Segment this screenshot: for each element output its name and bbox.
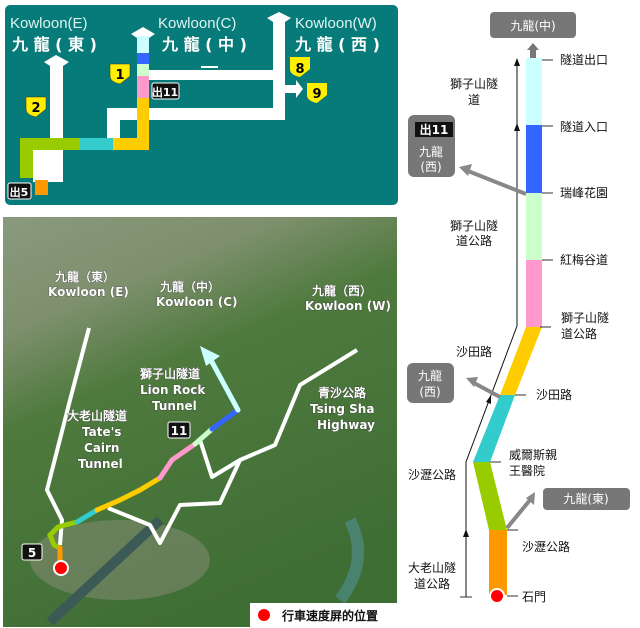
- west-dest: 九龍: [418, 368, 442, 383]
- dest-w-zh: 九 龍 ( 西 ): [294, 35, 380, 54]
- map-label: Kowloon (W): [305, 299, 391, 313]
- exit-5-badge: 出5: [7, 182, 32, 200]
- svg-text:出11: 出11: [152, 85, 178, 99]
- map-label: Highway: [317, 418, 375, 432]
- route-shield-8: 8: [290, 57, 310, 77]
- point-label: 隧道入口: [560, 119, 608, 134]
- point-label: 隧道出口: [560, 52, 608, 67]
- map-label: 大老山隧道: [67, 408, 127, 423]
- point-label: 沙田路: [536, 387, 572, 402]
- map-colored-route: [47, 359, 241, 563]
- point-label: 紅梅谷道: [560, 252, 608, 267]
- dest-c-zh: 九 龍 ( 中 ): [161, 35, 247, 54]
- speed-display-marker: [53, 560, 69, 576]
- svg-text:11: 11: [171, 424, 188, 438]
- east-dest: 九龍(東): [563, 491, 608, 506]
- map-exit-5-badge: 5: [21, 543, 43, 561]
- dest-w-en: Kowloon(W): [295, 15, 377, 32]
- map-exit-11-badge: 11: [167, 421, 191, 439]
- map-label: Cairn: [84, 441, 119, 455]
- map-label: 九龍（中）: [159, 279, 220, 294]
- schematic-colored-route: [20, 36, 149, 195]
- map-label: Tunnel: [152, 399, 197, 413]
- map-label: 獅子山隧道: [139, 366, 200, 381]
- svg-text:1: 1: [115, 68, 124, 83]
- route-bar: [473, 58, 542, 604]
- map-label: 九龍（西）: [311, 283, 372, 298]
- dest-e-zh: 九 龍 ( 東 ): [11, 35, 97, 54]
- point-label: 獅子山隧: [561, 310, 609, 325]
- up-arrow-icon: [527, 43, 539, 58]
- map-label: Tunnel: [78, 457, 123, 471]
- svg-text:5: 5: [28, 546, 36, 560]
- road-label: 沙瀝公路: [408, 467, 456, 482]
- map-label: Kowloon (C): [156, 295, 238, 309]
- road-label: 道: [468, 93, 480, 107]
- point-label: 瑞峰花園: [560, 185, 608, 200]
- road-label: 道公路: [456, 233, 492, 248]
- map-label: Tate's: [82, 425, 121, 439]
- top-destination: 九龍(中): [510, 18, 555, 33]
- map-legend: 行車速度屏的位置: [250, 603, 397, 627]
- exit11-dest: 九龍: [419, 144, 443, 159]
- point-label: 石門: [522, 590, 546, 604]
- dest-e-en: Kowloon(E): [10, 15, 88, 32]
- road-label: 大老山隧: [408, 560, 456, 575]
- schematic-roads: [33, 12, 303, 182]
- map-arrow-icon: [200, 346, 220, 366]
- svg-text:8: 8: [295, 62, 304, 77]
- map-label: Lion Rock: [140, 383, 206, 397]
- map-label: 青沙公路: [318, 385, 367, 400]
- svg-text:2: 2: [31, 101, 40, 116]
- schematic-panel: Kowloon(E) 九 龍 ( 東 ) Kowloon(C) 九 龍 ( 中 …: [5, 5, 398, 205]
- exit11-dest: (西): [420, 160, 441, 174]
- map-label: Kowloon (E): [48, 285, 129, 299]
- road-label: 獅子山隧: [450, 76, 498, 91]
- route-shield-2: 2: [25, 96, 47, 118]
- exit-11-badge: 出11: [151, 82, 180, 100]
- svg-text:行車速度屏的位置: 行車速度屏的位置: [281, 608, 378, 623]
- road-label: 道公路: [414, 576, 450, 591]
- exit11-badge: 出11: [420, 122, 449, 137]
- point-label: 王醫院: [509, 464, 545, 478]
- dest-c-en: Kowloon(C): [158, 15, 236, 32]
- point-label: 威爾斯親: [509, 448, 557, 462]
- exit-arrows: [467, 169, 532, 530]
- road-label: 沙田路: [456, 344, 492, 359]
- point-label: 道公路: [561, 326, 597, 341]
- map-label: 九龍（東）: [54, 269, 115, 284]
- svg-text:9: 9: [312, 87, 321, 102]
- map-label: Tsing Sha: [310, 402, 374, 416]
- west-dest: (西): [419, 385, 440, 399]
- road-label: 獅子山隧: [450, 218, 498, 233]
- direction-line: [460, 58, 520, 598]
- aerial-map: 九龍（東） Kowloon (E) 九龍（中） Kowloon (C) 九龍（西…: [3, 217, 397, 627]
- route-shield-1: 1: [109, 63, 131, 85]
- route-shield-9: 9: [307, 83, 327, 103]
- svg-text:出5: 出5: [10, 185, 29, 199]
- point-label: 沙瀝公路: [522, 539, 570, 554]
